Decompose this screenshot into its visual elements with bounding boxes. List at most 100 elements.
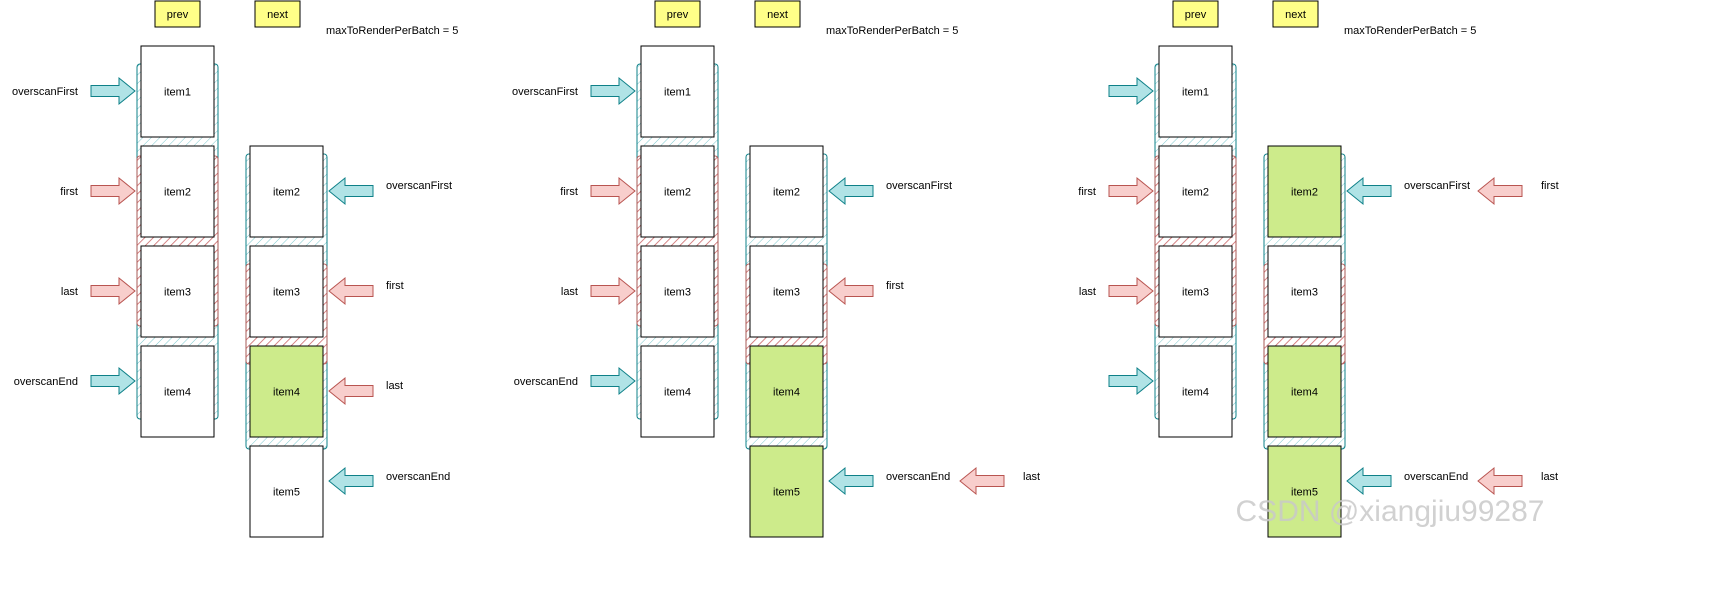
batch-size-note: maxToRenderPerBatch = 5: [1344, 25, 1476, 37]
list-item-box: [1267, 145, 1342, 238]
pointer-arrow-right: [1108, 366, 1154, 396]
list-item-box: [640, 145, 715, 238]
list-item-label: item2: [664, 187, 691, 199]
list-item-label: item4: [664, 387, 691, 399]
list-item-label: item4: [1182, 387, 1209, 399]
pointer-label: last: [1541, 471, 1558, 483]
list-item-box: [1158, 245, 1233, 338]
pointer-label: overscanFirst: [512, 86, 578, 98]
prev-tag-box: [154, 0, 201, 28]
pointer-arrow-right: [590, 366, 636, 396]
list-item-label: item4: [273, 387, 300, 399]
list-item-box: [640, 345, 715, 438]
prev-tag-label: prev: [167, 9, 189, 21]
list-item-label: item5: [273, 487, 300, 499]
pointer-arrow-left: [328, 376, 374, 406]
pointer-label: overscanEnd: [14, 376, 78, 388]
pointer-arrow-left-outer: [1477, 466, 1523, 496]
pointer-arrow-right: [1108, 76, 1154, 106]
pointer-label: last: [386, 380, 403, 392]
list-item-box: [140, 145, 215, 238]
pointer-label: first: [560, 186, 578, 198]
pointer-arrow-left: [828, 176, 874, 206]
pointer-arrow-left: [1346, 176, 1392, 206]
text-layer: prev next maxToRenderPerBatch = 5 item1 item…: [12, 9, 1559, 499]
list-item-label: item2: [273, 187, 300, 199]
list-item-box: [1158, 145, 1233, 238]
list-item-box: [249, 445, 324, 538]
pointer-label: first: [1078, 186, 1096, 198]
batch-size-note: maxToRenderPerBatch = 5: [326, 25, 458, 37]
pointer-arrow-left-outer: [959, 466, 1005, 496]
box-layer: [140, 0, 1342, 538]
pointer-arrow-right: [90, 176, 136, 206]
list-item-box: [749, 245, 824, 338]
list-item-box: [1267, 245, 1342, 338]
watermark-text: CSDN @xiangjiu99287: [1236, 495, 1545, 528]
pointer-arrow-left: [828, 276, 874, 306]
list-item-box: [1158, 345, 1233, 438]
next-tag-box: [1272, 0, 1319, 28]
pointer-arrow-left: [328, 176, 374, 206]
pointer-label: overscanFirst: [12, 86, 78, 98]
pointer-label: first: [886, 280, 904, 292]
pointer-arrow-right: [1108, 176, 1154, 206]
pointer-label: overscanEnd: [886, 471, 950, 483]
pointer-label: last: [1023, 471, 1040, 483]
pointer-label: first: [1541, 180, 1559, 192]
pointer-label: first: [386, 280, 404, 292]
list-item-label: item5: [773, 487, 800, 499]
list-item-label: item3: [664, 287, 691, 299]
list-item-label: item4: [773, 387, 800, 399]
prev-tag-box: [1172, 0, 1219, 28]
arrow-layer: [90, 76, 1523, 496]
list-item-box: [749, 345, 824, 438]
pointer-arrow-left: [828, 466, 874, 496]
pointer-arrow-right: [590, 276, 636, 306]
next-tag-label: next: [767, 9, 788, 21]
list-item-box: [140, 45, 215, 138]
pointer-arrow-right: [1108, 276, 1154, 306]
list-item-box: [140, 245, 215, 338]
pointer-arrow-left: [328, 466, 374, 496]
prev-tag-box: [654, 0, 701, 28]
pointer-arrow-left: [1346, 466, 1392, 496]
pointer-label: first: [60, 186, 78, 198]
list-item-box: [1158, 45, 1233, 138]
list-item-label: item2: [1291, 187, 1318, 199]
prev-tag-label: prev: [667, 9, 689, 21]
next-tag-label: next: [267, 9, 288, 21]
list-item-box: [1267, 345, 1342, 438]
pointer-label: overscanEnd: [514, 376, 578, 388]
list-item-label: item3: [773, 287, 800, 299]
pointer-arrow-right: [90, 366, 136, 396]
pointer-label: last: [1079, 286, 1096, 298]
list-item-label: item3: [1182, 287, 1209, 299]
list-item-box: [749, 145, 824, 238]
list-item-label: item2: [1182, 187, 1209, 199]
list-item-box: [640, 245, 715, 338]
pointer-label: overscanFirst: [386, 180, 452, 192]
next-tag-label: next: [1285, 9, 1306, 21]
pointer-label: overscanEnd: [386, 471, 450, 483]
list-item-label: item4: [1291, 387, 1318, 399]
list-item-box: [640, 45, 715, 138]
list-item-box: [749, 445, 824, 538]
list-item-label: item1: [1182, 87, 1209, 99]
pointer-label: last: [61, 286, 78, 298]
pointer-label: overscanEnd: [1404, 471, 1468, 483]
batch-size-note: maxToRenderPerBatch = 5: [826, 25, 958, 37]
pointer-arrow-right: [90, 276, 136, 306]
pointer-arrow-left: [328, 276, 374, 306]
list-item-box: [249, 345, 324, 438]
list-item-label: item2: [164, 187, 191, 199]
list-item-label: item3: [273, 287, 300, 299]
pointer-arrow-right: [590, 76, 636, 106]
list-item-label: item3: [164, 287, 191, 299]
list-item-label: item2: [773, 187, 800, 199]
pointer-arrow-right: [90, 76, 136, 106]
list-item-label: item3: [1291, 287, 1318, 299]
next-tag-box: [754, 0, 801, 28]
next-tag-box: [254, 0, 301, 28]
